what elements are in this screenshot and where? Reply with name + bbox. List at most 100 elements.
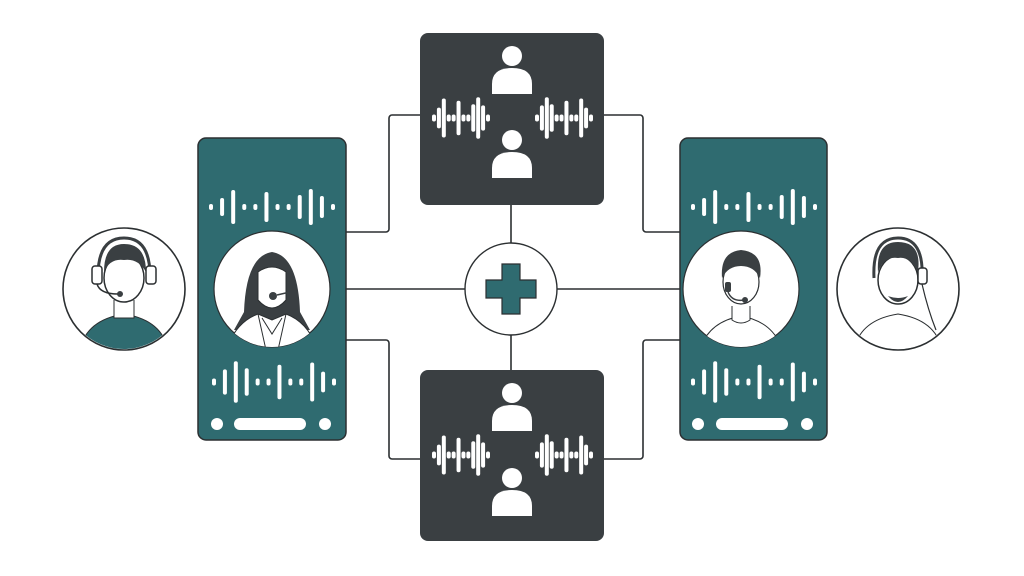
waveform-bar	[277, 364, 282, 400]
person-icon	[492, 130, 532, 178]
waveform-bar	[253, 204, 258, 210]
sound-wave-icon	[212, 361, 336, 403]
waveform-bar	[724, 368, 729, 396]
call-slider[interactable]	[234, 418, 306, 430]
call-button-left[interactable]	[211, 418, 223, 430]
waveform-bar	[801, 196, 806, 218]
waveform-bar	[584, 107, 589, 129]
waveform-bar	[589, 451, 593, 459]
call-controls	[211, 418, 331, 430]
waveform-bar	[244, 368, 249, 396]
waveform-bar	[486, 451, 490, 459]
person-icon	[492, 46, 532, 94]
call-slider[interactable]	[716, 418, 788, 430]
waveform-bar	[713, 190, 718, 224]
waveform-bar	[544, 97, 549, 139]
sound-wave-icon	[691, 361, 817, 403]
waveform-bar	[310, 362, 315, 402]
waveform-bar	[801, 371, 806, 393]
waveform-bar	[564, 100, 569, 136]
sound-wave-icon	[691, 189, 817, 225]
waveform-bar	[589, 114, 593, 122]
waveform-bar	[702, 198, 707, 216]
person-icon	[492, 383, 532, 431]
waveform-bar	[481, 105, 486, 131]
waveform-bar	[456, 437, 461, 473]
waveform-bar	[212, 378, 216, 386]
waveform-bar	[779, 195, 784, 219]
waveform-bar	[574, 114, 579, 122]
waveform-bar	[288, 378, 293, 386]
call-button-left[interactable]	[692, 418, 704, 430]
call-button-right[interactable]	[319, 418, 331, 430]
waveform-bar	[286, 204, 291, 210]
waveform-bar	[564, 437, 569, 473]
waveform-bar	[436, 444, 441, 466]
waveform-bar	[461, 451, 466, 459]
waveform-bar	[790, 189, 795, 225]
waveform-bar	[768, 378, 773, 386]
waveform-bar	[297, 195, 302, 219]
female-agent-avatar	[225, 252, 319, 347]
connector-left-bottom	[346, 339, 420, 460]
waveform-bar	[768, 204, 773, 210]
waveform-bar	[476, 434, 481, 476]
person-icon	[492, 468, 532, 516]
waveform-bar	[574, 451, 579, 459]
waveform-bar	[549, 104, 554, 132]
waveform-bar	[584, 444, 589, 466]
waveform-bar	[735, 204, 740, 210]
waveform-bar	[461, 114, 466, 122]
male-agent-avatar	[699, 250, 783, 347]
waveform-bar	[266, 378, 271, 386]
waveform-bar	[299, 378, 304, 386]
waveform-bar	[441, 435, 446, 475]
waveform-bar	[331, 204, 335, 210]
waveform-bar	[790, 362, 795, 402]
connector-right-bottom	[604, 339, 680, 460]
waveform-bar	[569, 451, 574, 459]
waveform-bar	[746, 378, 751, 386]
waveform-bar	[481, 442, 486, 468]
waveform-bar	[549, 441, 554, 469]
waveform-bar	[308, 189, 313, 225]
left-phone-call-screen	[197, 137, 347, 441]
waveform-bar	[735, 378, 740, 386]
waveform-bar	[264, 192, 269, 222]
waveform-bar	[446, 451, 451, 459]
waveform-bar	[220, 198, 225, 216]
sound-wave-icon	[432, 434, 490, 476]
connector-lines	[346, 114, 680, 460]
waveform-bar	[579, 435, 584, 475]
waveform-bar	[569, 114, 574, 122]
call-controls	[692, 418, 813, 430]
waveform-bar	[559, 114, 564, 122]
waveform-bar	[559, 451, 564, 459]
top-conference-box	[420, 33, 604, 205]
medical-cross-icon	[464, 242, 558, 336]
connector-left-top	[346, 114, 420, 233]
waveform-bar	[275, 204, 280, 210]
waveform-bar	[456, 100, 461, 136]
call-button-right[interactable]	[801, 418, 813, 430]
waveform-bar	[813, 204, 817, 210]
sound-wave-icon	[209, 189, 335, 225]
sound-wave-icon	[432, 97, 490, 139]
waveform-bar	[535, 451, 539, 459]
waveform-bar	[813, 378, 817, 386]
waveform-bar	[471, 441, 476, 469]
waveform-bar	[321, 371, 326, 393]
waveform-bar	[446, 114, 451, 122]
waveform-bar	[724, 204, 729, 210]
waveform-bar	[757, 204, 762, 210]
waveform-bar	[432, 114, 436, 122]
waveform-bar	[779, 378, 784, 386]
waveform-bar	[471, 104, 476, 132]
waveform-bar	[554, 114, 559, 122]
waveform-bar	[544, 434, 549, 476]
waveform-bar	[539, 105, 544, 131]
waveform-bar	[535, 114, 539, 122]
right-phone-call-screen	[679, 137, 828, 441]
waveform-bar	[222, 369, 227, 395]
waveform-bar	[255, 378, 260, 386]
